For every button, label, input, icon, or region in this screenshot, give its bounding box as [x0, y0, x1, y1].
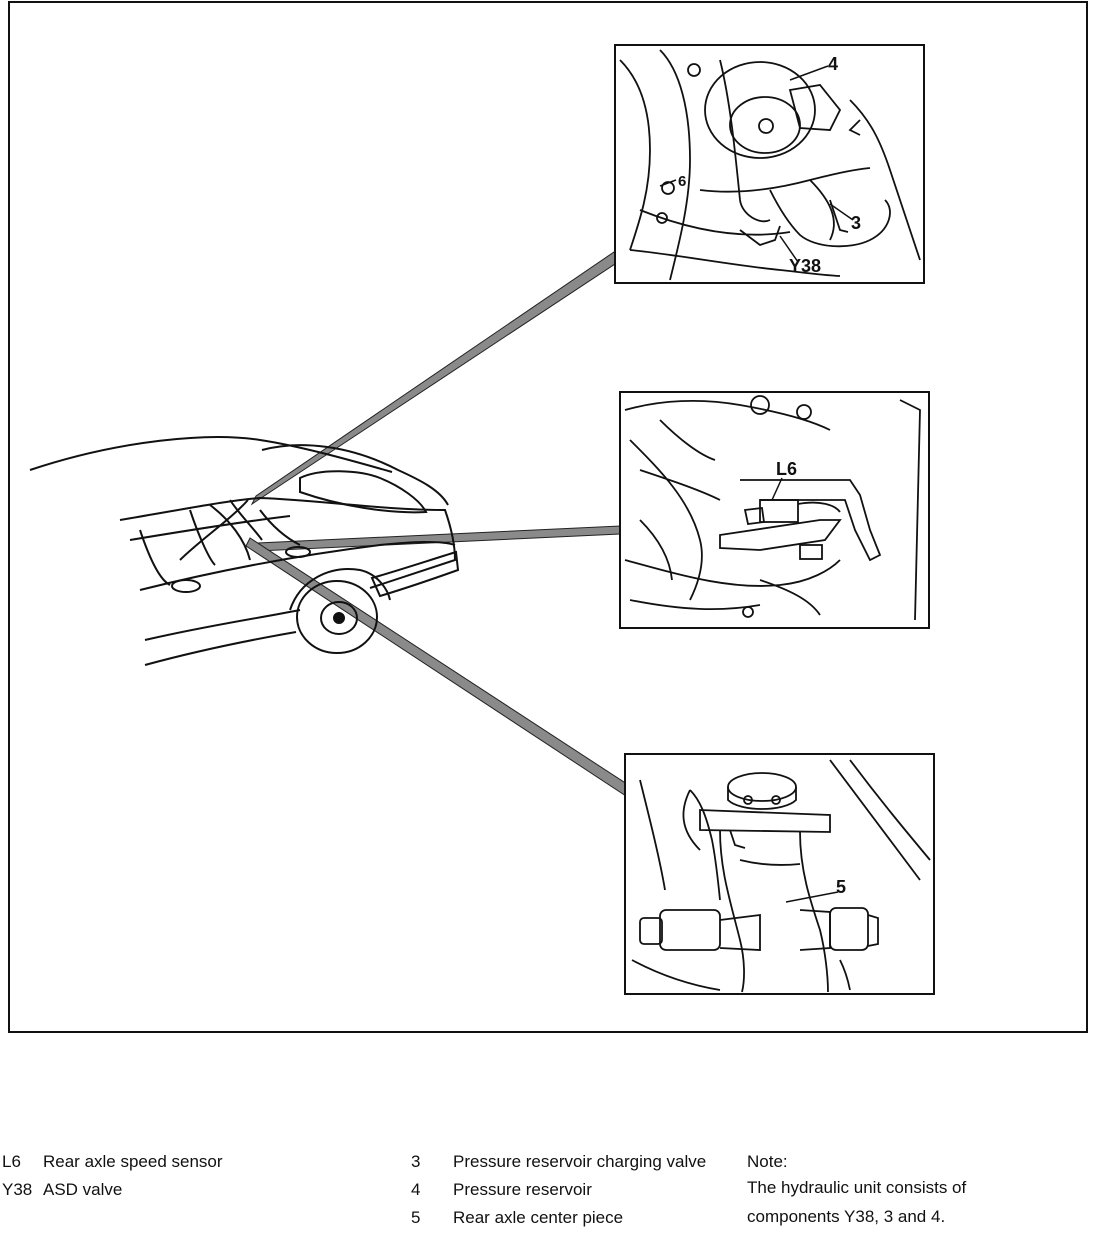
figure-frame — [8, 1, 1088, 1033]
car-wheel-hub — [320, 601, 358, 635]
car-wheel-center — [333, 612, 345, 624]
car-wheel-arch — [289, 568, 391, 611]
callout-6: 6 — [678, 173, 686, 190]
leader-beam-top — [250, 251, 619, 506]
note-line-2: components Y38, 3 and 4. — [747, 1207, 946, 1226]
rear-axle-sketch — [631, 759, 931, 993]
detail-frame-top — [614, 44, 925, 284]
note-title: Note: — [747, 1152, 788, 1171]
car-c-pillar — [179, 499, 249, 561]
leader-beams — [245, 251, 631, 797]
detail-view-hydraulic-unit: 4 6 3 Y38 — [614, 44, 925, 284]
legend-code-y38: Y38 — [2, 1180, 33, 1199]
legend-text-y38: ASD valve — [43, 1180, 123, 1199]
note-line-1: The hydraulic unit consists of — [747, 1178, 967, 1197]
legend-text-5: Rear axle center piece — [453, 1208, 624, 1227]
vehicle-sketch — [29, 436, 460, 666]
callout-y38: Y38 — [789, 256, 821, 276]
hydraulic-unit-sketch — [619, 49, 921, 281]
car-interior-hatch — [139, 509, 301, 586]
car-body-side — [119, 496, 457, 589]
car-fuel-door — [171, 579, 201, 593]
car-lower-body — [144, 609, 301, 641]
legend-code-l6: L6 — [2, 1152, 21, 1171]
legend-text-l6: Rear axle speed sensor — [43, 1152, 223, 1171]
callout-l6: L6 — [776, 459, 797, 479]
legend-code-5: 5 — [411, 1208, 421, 1227]
legend-code-3: 3 — [411, 1152, 421, 1171]
legend-text-3: Pressure reservoir charging valve — [453, 1152, 707, 1171]
car-rear-window — [261, 444, 449, 506]
detail-view-rear-axle: 5 — [624, 753, 935, 995]
leader-beam-middle — [257, 525, 621, 552]
car-roofline — [29, 436, 393, 473]
car-rocker — [144, 631, 297, 666]
callout-5: 5 — [836, 877, 846, 897]
car-window-sill — [129, 515, 291, 541]
speed-sensor-sketch — [624, 395, 921, 621]
car-interior-strut — [209, 499, 263, 561]
callout-leaders-top — [659, 65, 854, 263]
legend-code-4: 4 — [411, 1180, 421, 1199]
callout-leader-l6 — [771, 477, 783, 501]
car-belt-line — [139, 540, 456, 591]
legend-text-4: Pressure reservoir — [453, 1180, 592, 1199]
car-side-marker — [285, 546, 311, 558]
car-bumper — [370, 550, 460, 598]
callout-leader-5 — [785, 891, 839, 903]
callout-3: 3 — [851, 213, 861, 233]
detail-frame-bottom — [624, 753, 935, 995]
detail-view-speed-sensor: L6 — [619, 391, 930, 629]
callout-4: 4 — [828, 54, 838, 74]
car-rear-wheel — [296, 580, 378, 654]
